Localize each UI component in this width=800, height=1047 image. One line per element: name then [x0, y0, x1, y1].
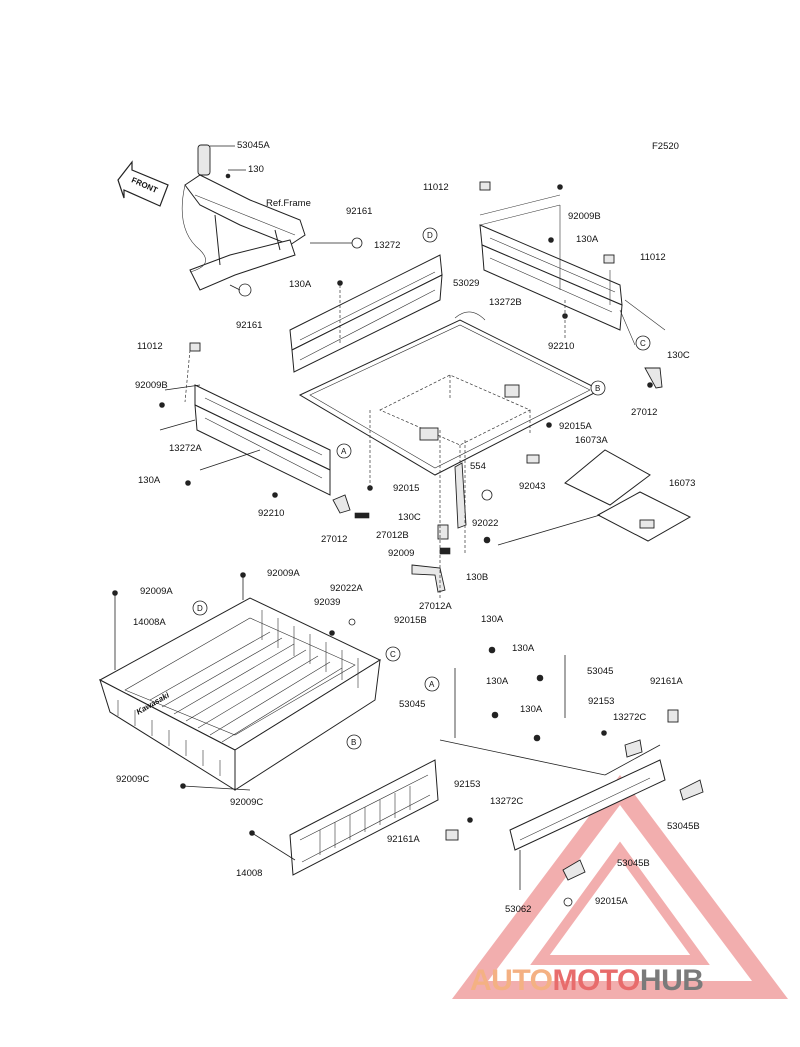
part-label: 53062 — [505, 904, 532, 915]
part-label: 92009B — [568, 211, 601, 222]
latch-hardware — [332, 367, 663, 600]
callout-D-bottom: D — [192, 600, 208, 616]
front-direction-arrow-icon: FRONT — [117, 160, 169, 207]
part-label: 53045B — [617, 858, 650, 869]
part-label: 92009C — [116, 774, 150, 785]
part-label: 27012 — [631, 407, 658, 418]
svg-text:D: D — [427, 231, 433, 240]
part-label: 92009A — [140, 586, 173, 597]
part-label: 13272B — [489, 297, 522, 308]
part-label: 53045 — [399, 699, 426, 710]
part-label: 53045 — [587, 666, 614, 677]
part-label: 13272A — [169, 443, 202, 454]
svg-text:A: A — [341, 447, 347, 456]
part-label: 16073 — [669, 478, 696, 489]
part-label: 92009B — [135, 380, 168, 391]
callout-A-bottom: A — [424, 676, 440, 692]
part-label: 92210 — [258, 508, 285, 519]
callout-B-top: B — [590, 380, 606, 396]
callout-A-top: A — [336, 443, 352, 459]
part-label: 92009A — [267, 568, 300, 579]
part-label: 130C — [667, 350, 690, 361]
callout-C-top: C — [635, 335, 651, 351]
watermark-part-1: AUTO — [470, 964, 553, 997]
callout-C-bottom: C — [385, 646, 401, 662]
part-label: 13272 — [374, 240, 401, 251]
part-label: 130A — [486, 676, 509, 687]
part-label: 92161A — [387, 834, 420, 845]
svg-text:A: A — [429, 680, 435, 689]
callout-D-top: D — [422, 227, 438, 243]
part-label: 13272C — [613, 712, 647, 723]
tailgate-14008 — [249, 759, 439, 876]
svg-text:D: D — [197, 604, 203, 613]
part-label: 92015B — [394, 615, 427, 626]
watermark-part-2: MOTO — [552, 964, 640, 997]
latch-panel-13272C — [439, 646, 704, 907]
bed-floor-53029 — [298, 311, 602, 476]
part-label: 92022 — [472, 518, 499, 529]
frame-reference — [181, 144, 363, 297]
part-label: 14008 — [236, 868, 263, 879]
part-label: 130A — [289, 279, 312, 290]
svg-text:C: C — [390, 650, 396, 659]
ref-frame-label: Ref.Frame — [266, 198, 311, 209]
mat-16073 — [497, 449, 692, 546]
svg-text:C: C — [640, 339, 646, 348]
part-label: 130 — [248, 164, 264, 175]
part-label: 11012 — [640, 252, 666, 263]
part-label: 92009C — [230, 797, 264, 808]
part-label: 27012A — [419, 601, 452, 612]
part-label: 130A — [576, 234, 599, 245]
part-label: 130B — [466, 572, 489, 583]
part-label: 53029 — [453, 278, 480, 289]
part-label: 27012 — [321, 534, 348, 545]
part-label: 53045B — [667, 821, 700, 832]
part-label: 92015A — [595, 896, 628, 907]
part-label: 92210 — [548, 341, 575, 352]
side-panel-13272B — [479, 181, 666, 346]
side-panel-13272A — [159, 342, 331, 498]
part-label: 16073A — [575, 435, 608, 446]
part-label: 53045A — [237, 140, 270, 151]
part-label: 92153 — [588, 696, 615, 707]
part-label: 130A — [481, 614, 504, 625]
part-label: 13272C — [490, 796, 524, 807]
watermark-logo-triangle — [452, 775, 788, 999]
svg-text:B: B — [595, 384, 600, 393]
sheet-code: F2520 — [652, 141, 679, 152]
part-label: 130C — [398, 512, 421, 523]
part-label: 554 — [470, 461, 486, 472]
svg-text:B: B — [351, 738, 356, 747]
side-panel-13272 — [289, 254, 443, 373]
part-label: 92161 — [236, 320, 263, 331]
part-label: 92009 — [388, 548, 415, 559]
part-label: 92153 — [454, 779, 481, 790]
part-label: 92015 — [393, 483, 420, 494]
callout-B-bottom: B — [346, 734, 362, 750]
part-label: 14008A — [133, 617, 166, 628]
watermark-part-3: HUB — [639, 964, 704, 997]
part-label: 92161A — [650, 676, 683, 687]
part-label: 130A — [512, 643, 535, 654]
cargo-box-14008A: Kawasaki — [98, 572, 382, 791]
part-label: 11012 — [423, 182, 449, 193]
watermark-text: AUTOMOTOHUB — [470, 964, 704, 998]
part-label: 130A — [520, 704, 543, 715]
part-label: 92039 — [314, 597, 341, 608]
part-label: 92015A — [559, 421, 592, 432]
part-label: 92022A — [330, 583, 363, 594]
part-label: 27012B — [376, 530, 409, 541]
part-label: 130A — [138, 475, 161, 486]
part-label: 92043 — [519, 481, 546, 492]
part-label: 11012 — [137, 341, 163, 352]
part-label: 92161 — [346, 206, 373, 217]
